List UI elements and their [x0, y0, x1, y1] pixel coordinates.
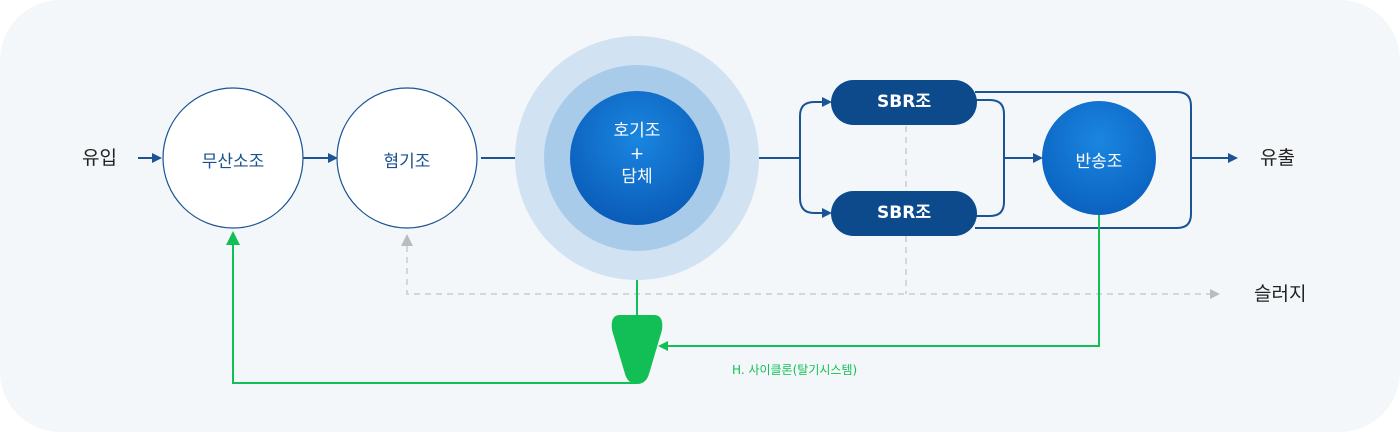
sbr-tank-bottom — [831, 191, 977, 236]
anaerobic-tank-label: 혐기조 — [383, 152, 431, 172]
hydrocyclone-label: H. 사이클론(탈기시스템) — [732, 363, 858, 377]
aeration-tank — [570, 91, 704, 225]
sludge-arrow-up — [401, 234, 413, 246]
anoxic-tank-label: 무산소조 — [201, 152, 265, 172]
anoxic-tank — [162, 87, 304, 229]
green-arrow-up-left — [226, 231, 240, 245]
sludge-line — [406, 126, 1220, 299]
aeration-tank-label: 호기조 + 담체 — [567, 120, 707, 189]
inflow-label: 유입 — [82, 147, 117, 169]
return-tank — [1042, 101, 1156, 215]
sbr-top-label: SBR조 — [877, 92, 931, 112]
anaerobic-tank — [336, 87, 478, 229]
aeration-label-line1: 호기조 — [613, 121, 661, 141]
sbr-bottom-label: SBR조 — [877, 203, 931, 223]
sludge-label: 슬러지 — [1254, 283, 1307, 305]
outflow-label: 유출 — [1260, 147, 1295, 169]
aeration-label-line2: + — [629, 144, 645, 164]
sbr-tank-top — [831, 80, 977, 125]
hydrocyclone-shape — [611, 315, 663, 384]
aeration-label-line3: 담체 — [621, 167, 653, 187]
return-tank-label: 반송조 — [1075, 152, 1123, 172]
